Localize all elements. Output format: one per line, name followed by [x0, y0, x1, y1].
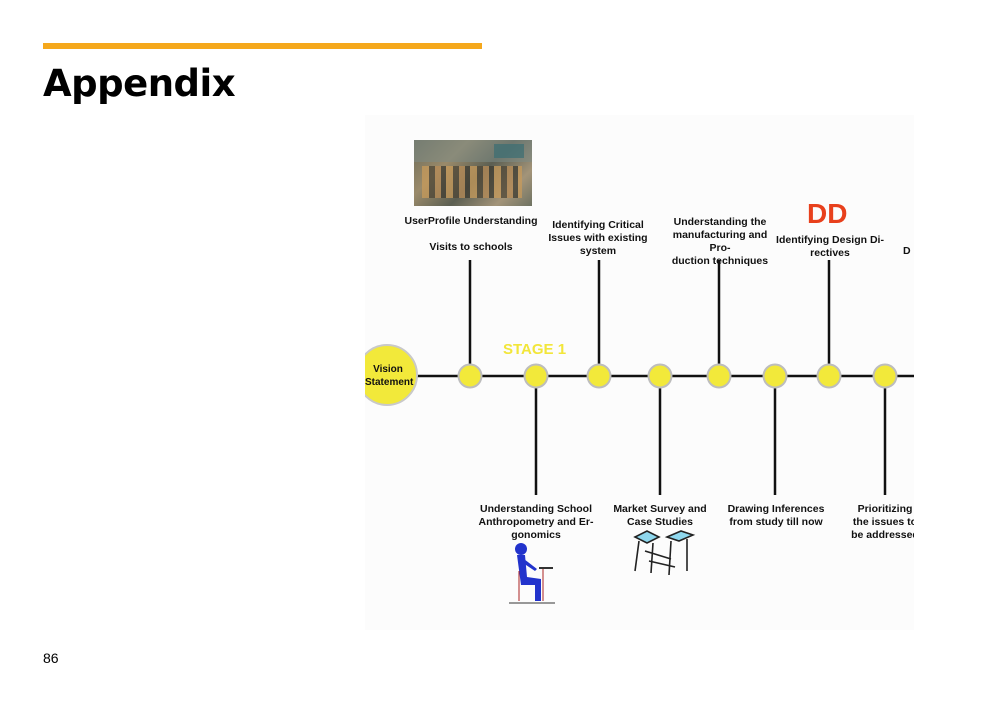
anthropometry-illustration — [509, 543, 555, 603]
top-label-design-directives: Identifying Design Di- rectives — [773, 234, 887, 260]
timeline-node — [649, 365, 672, 388]
timeline-node — [525, 365, 548, 388]
page-title: Appendix — [43, 62, 235, 105]
top-label-user-profile: UserProfile Understanding Visits to scho… — [395, 215, 547, 254]
timeline-node — [588, 365, 611, 388]
dd-marker: DD — [807, 198, 847, 230]
classroom-photo — [414, 140, 532, 206]
top-label-manufacturing: Understanding the manufacturing and Pro-… — [661, 216, 779, 268]
top-label-cutoff: D — [903, 245, 914, 258]
accent-rule — [43, 43, 482, 49]
stage-label: STAGE 1 — [503, 341, 566, 358]
page-number: 86 — [43, 650, 59, 666]
bottom-label-market-survey: Market Survey and Case Studies — [605, 503, 715, 529]
timeline-node — [459, 365, 482, 388]
timeline-node — [764, 365, 787, 388]
bottom-label-inferences: Drawing Inferences from study till now — [721, 503, 831, 529]
timeline-node — [708, 365, 731, 388]
bottom-label-prioritizing: Prioritizing the issues to be addressed — [843, 503, 914, 542]
timeline-node — [874, 365, 897, 388]
vision-statement-label: Vision Statement — [365, 363, 411, 389]
top-label-critical-issues: Identifying Critical Issues with existin… — [541, 219, 655, 258]
timeline-node — [818, 365, 841, 388]
bottom-label-anthropometry: Understanding School Anthropometry and E… — [473, 503, 599, 542]
desk-chair-illustration — [635, 531, 693, 575]
timeline-figure: STAGE 1 DD Vision Statement UserProfile … — [365, 115, 914, 630]
